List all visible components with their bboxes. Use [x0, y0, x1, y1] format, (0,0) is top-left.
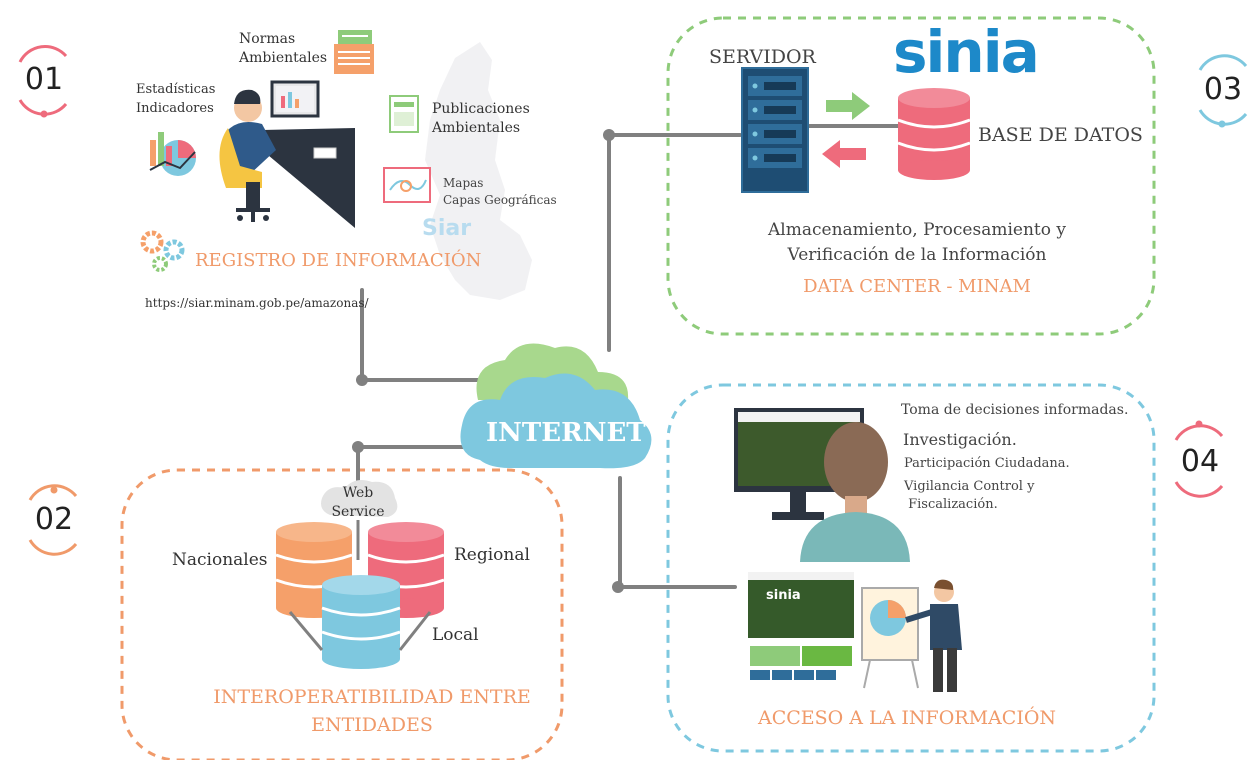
database-icon	[897, 88, 971, 180]
web-service-cloud	[321, 480, 398, 517]
datacenter-description: Almacenamiento, Procesamiento y Verifica…	[768, 220, 1066, 265]
servidor-label: SERVIDOR	[709, 46, 816, 68]
step-number-01: 01	[24, 62, 64, 97]
datacenter-title: DATA CENTER - MINAM	[803, 276, 1031, 297]
label-investigacion: Investigación.	[903, 430, 1017, 449]
server-icon	[741, 67, 809, 193]
label-publicaciones: Publicaciones Ambientales	[432, 101, 530, 136]
label-local: Local	[432, 625, 479, 645]
internet-label: INTERNET	[486, 418, 646, 448]
publicaciones-document-icon	[389, 95, 419, 133]
label-estadisticas: Estadísticas Indicadores	[136, 82, 216, 116]
siar-logo: Siar	[422, 216, 472, 241]
acceso-box	[666, 383, 1156, 753]
datacenter-box	[666, 16, 1156, 336]
step-number-04: 04	[1180, 444, 1220, 479]
node-dot	[603, 129, 615, 141]
registro-title: REGISTRO DE INFORMACIÓN	[195, 250, 482, 271]
base-datos-label: BASE DE DATOS	[978, 124, 1143, 146]
sinia-logo: sinia	[893, 18, 1040, 86]
label-vigilancia: Vigilancia Control y Fiscalización.	[904, 479, 1035, 512]
label-participacion: Participación Ciudadana.	[904, 456, 1070, 471]
amazonas-map-silhouette	[425, 42, 532, 300]
node-dot	[612, 581, 624, 593]
label-nacionales: Nacionales	[172, 550, 268, 570]
database-links	[288, 520, 432, 651]
gears-icon	[140, 230, 185, 272]
step-number-02: 02	[34, 502, 74, 537]
database-local-icon	[321, 575, 401, 669]
sync-arrows-icon	[822, 92, 870, 168]
mapas-map-icon	[383, 167, 431, 203]
label-regional: Regional	[454, 545, 530, 565]
presenter-illustration	[861, 579, 962, 692]
registro-url: https://siar.minam.gob.pe/amazonas/	[145, 296, 369, 310]
label-mapas: Mapas Capas Geográficas	[443, 176, 557, 207]
website-screenshot	[748, 572, 854, 680]
screenshot-logo: sinia	[766, 588, 801, 603]
acceso-title: ACCESO A LA INFORMACIÓN	[757, 707, 1057, 729]
worker-at-desk-illustration	[219, 80, 355, 228]
normas-document-icon	[334, 30, 374, 74]
number-ring-02	[28, 484, 78, 556]
number-ring-03	[1198, 54, 1248, 128]
interop-box	[120, 468, 564, 760]
node-dot	[352, 441, 364, 453]
internet-cloud	[460, 343, 652, 469]
estadisticas-chart-icon	[149, 132, 196, 176]
web-service-label: Web Service	[331, 485, 385, 520]
number-ring-01	[18, 45, 68, 118]
user-at-monitor-illustration	[734, 408, 910, 562]
label-toma-decisiones: Toma de decisiones informadas.	[901, 402, 1129, 418]
step-number-03: 03	[1203, 72, 1243, 107]
node-dot	[356, 374, 368, 386]
interop-title: INTEROPERATIBILIDAD ENTRE ENTIDADES	[213, 686, 531, 736]
number-ring-04	[1174, 420, 1224, 498]
label-normas: Normas Ambientales	[239, 31, 328, 66]
